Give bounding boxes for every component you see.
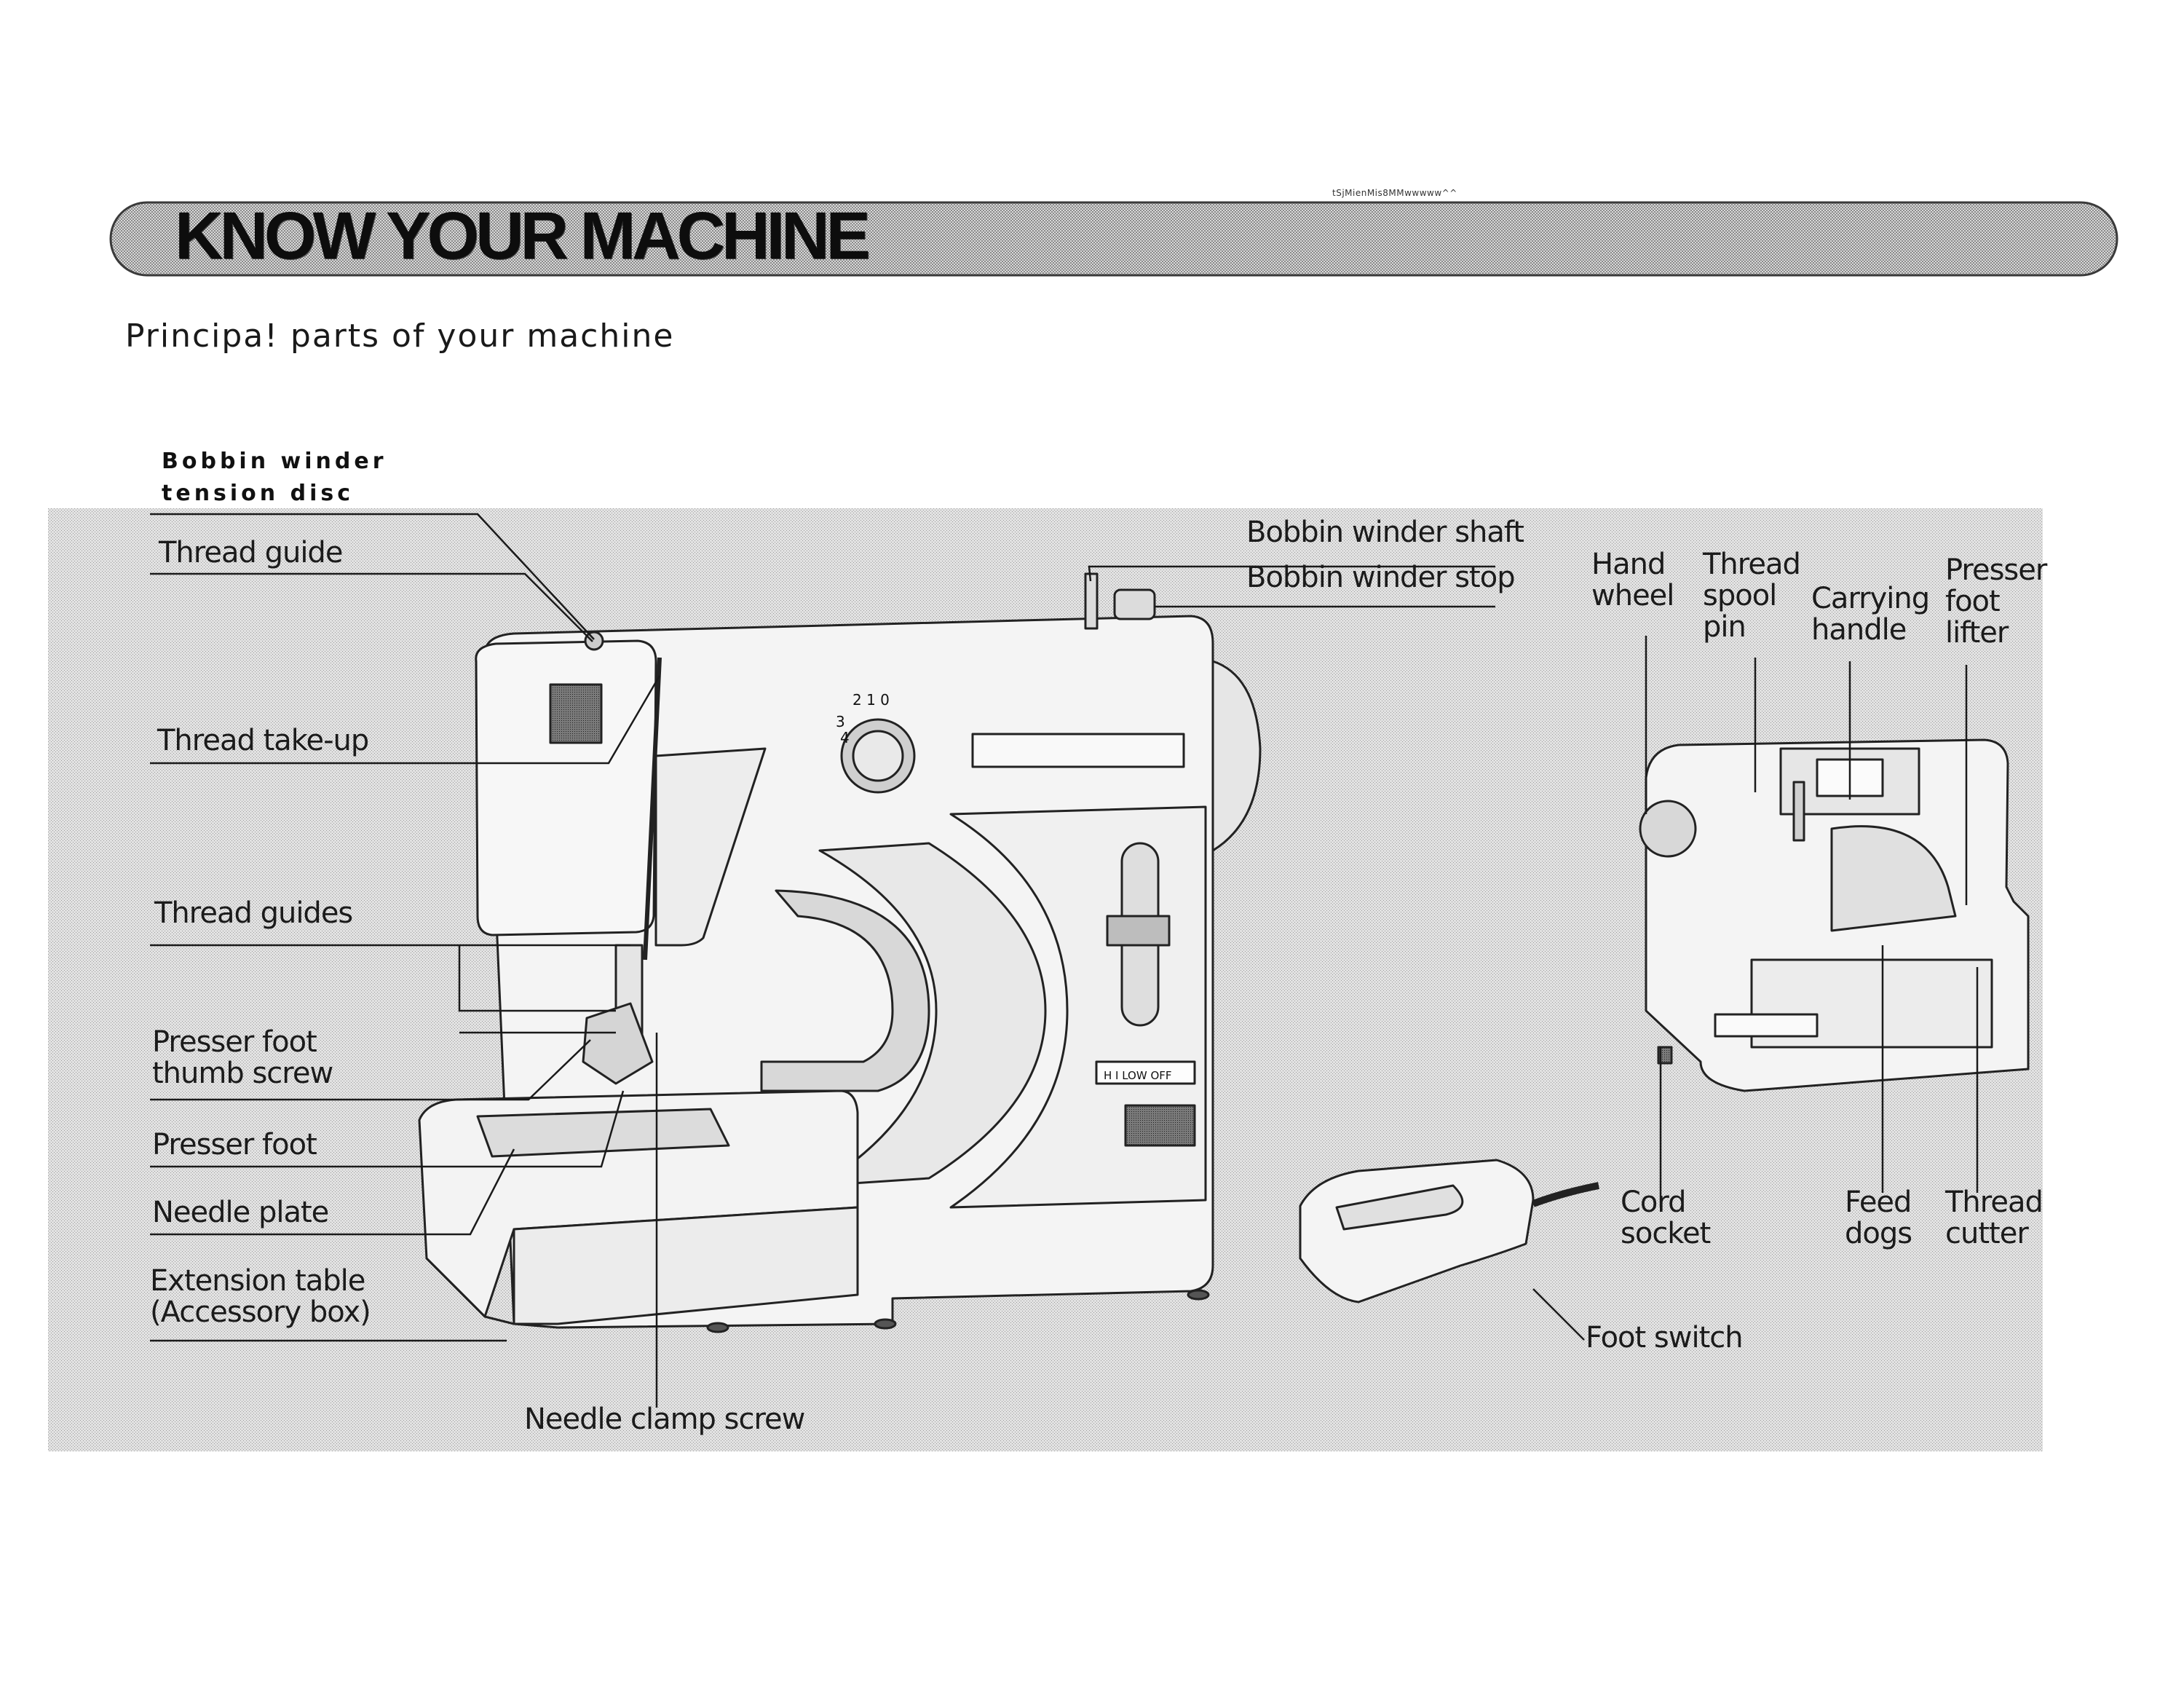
label-needle-plate: Needle plate xyxy=(152,1196,329,1229)
header-small-text: tSjMienMis8MMwwwww^^ xyxy=(1332,188,1457,198)
label-hand-wheel: Hand wheel xyxy=(1591,548,1674,612)
dial-marking-3: 3 xyxy=(836,713,845,730)
page-title: KNOW YOUR MACHINE xyxy=(175,199,871,273)
label-thread-guides: Thread guides xyxy=(154,896,353,930)
speed-switch-marking: H I LOW OFF xyxy=(1104,1069,1172,1082)
label-foot-switch: Foot switch xyxy=(1586,1321,1744,1354)
label-thread-take-up: Thread take-up xyxy=(157,724,369,757)
leader-thread-guide xyxy=(150,572,593,642)
leader-tension-disc xyxy=(150,513,595,640)
leader-thread-guides-2 xyxy=(458,945,616,1012)
label-bobbin-winder-shaft: Bobbin winder shaft xyxy=(1246,516,1524,549)
dial-marking: 2 1 0 xyxy=(852,691,890,709)
machine-diagram: H I LOW OFF 2 1 0 3 4 Thread guide Threa… xyxy=(48,508,2047,1451)
main-machine-illustration xyxy=(418,572,1262,1333)
label-text: Bobbin winder tension disc xyxy=(162,449,387,506)
title-banner xyxy=(109,201,2118,277)
leader-thumb-screw xyxy=(150,1039,591,1101)
page-subtitle: Principa! parts of your machine xyxy=(125,318,675,355)
foot-switch-illustration xyxy=(1299,1159,1599,1304)
dial-marking-4: 4 xyxy=(840,729,850,746)
side-view-machine-illustration xyxy=(1639,738,2030,1092)
leader-thread-take-up xyxy=(150,675,661,765)
leader-lines xyxy=(150,513,1979,1408)
label-bobbin-winder-stop: Bobbin winder stop xyxy=(1246,561,1516,594)
label-thread-cutter: Thread cutter xyxy=(1945,1186,2043,1250)
leader-winder-shaft xyxy=(1088,565,1495,582)
label-extension-table: Extension table (Accessory box) xyxy=(150,1264,371,1329)
label-presser-foot-thumb-screw: Presser foot thumb screw xyxy=(152,1025,333,1090)
label-needle-clamp-screw: Needle clamp screw xyxy=(524,1403,805,1436)
diagram-svg: H I LOW OFF 2 1 0 3 4 xyxy=(48,508,2043,1451)
label-bobbin-winder-tension-disc: Bobbin winder tension disc xyxy=(162,446,387,510)
label-presser-foot: Presser foot xyxy=(152,1128,317,1162)
label-presser-foot-lifter: Presser foot lifter xyxy=(1945,553,2047,650)
label-thread-spool-pin: Thread spool pin xyxy=(1703,548,1801,644)
leader-foot-switch xyxy=(1532,1288,1585,1341)
leader-needle-plate xyxy=(150,1148,515,1236)
label-cord-socket: Cord socket xyxy=(1621,1186,1711,1250)
leader-presser-foot xyxy=(150,1090,625,1168)
label-feed-dogs: Feed dogs xyxy=(1845,1186,1912,1250)
label-thread-guide: Thread guide xyxy=(159,536,343,569)
label-carrying-handle: Carrying handle xyxy=(1811,582,1930,647)
